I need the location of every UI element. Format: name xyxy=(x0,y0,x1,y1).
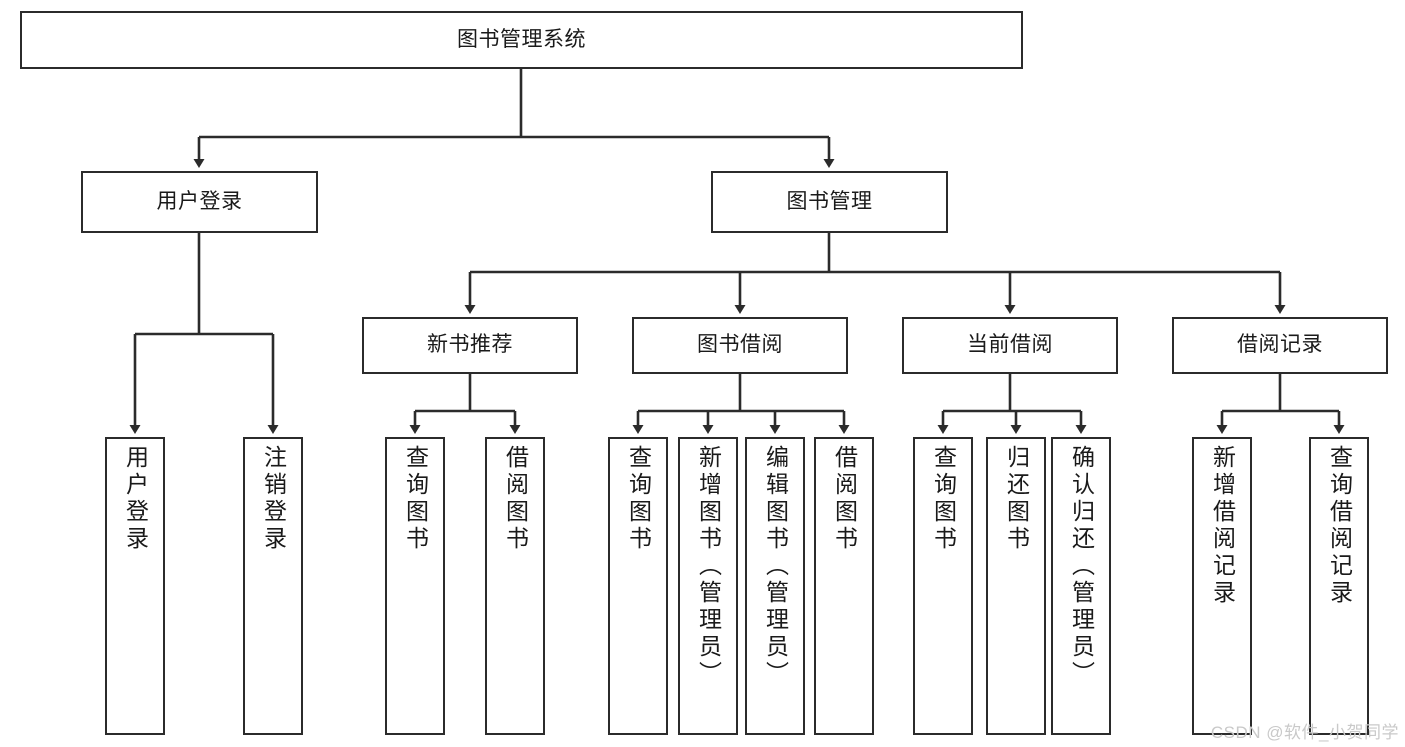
leaf-node[interactable]: 查询图书 xyxy=(385,437,445,735)
node-root-label: 图书管理系统 xyxy=(457,27,586,51)
leaf-node[interactable]: 注销登录 xyxy=(243,437,303,735)
leaf-node-label: 新增借阅记录 xyxy=(1209,445,1236,607)
node-current-borrow[interactable]: 当前借阅 xyxy=(902,317,1118,374)
node-user-login[interactable]: 用户登录 xyxy=(81,171,318,233)
leaf-node-label: 用户登录 xyxy=(122,445,149,553)
leaf-node[interactable]: 借阅图书 xyxy=(814,437,874,735)
watermark: CSDN @软件_小贺同学 xyxy=(1210,723,1399,742)
node-new-book-recommend-label: 新书推荐 xyxy=(427,333,513,357)
node-root[interactable]: 图书管理系统 xyxy=(20,11,1023,69)
node-current-borrow-label: 当前借阅 xyxy=(967,333,1053,357)
leaf-node[interactable]: 用户登录 xyxy=(105,437,165,735)
node-new-book-recommend[interactable]: 新书推荐 xyxy=(362,317,578,374)
leaf-node-label: 借阅图书 xyxy=(831,445,858,553)
leaf-node-label: 确认归还（管理员） xyxy=(1068,445,1095,688)
leaf-node-label: 新增图书（管理员） xyxy=(695,445,722,688)
leaf-node[interactable]: 新增借阅记录 xyxy=(1192,437,1252,735)
leaf-node-label: 查询图书 xyxy=(930,445,957,553)
node-borrow-record-label: 借阅记录 xyxy=(1237,333,1323,357)
leaf-node[interactable]: 编辑图书（管理员） xyxy=(745,437,805,735)
leaf-node[interactable]: 查询图书 xyxy=(608,437,668,735)
node-user-login-label: 用户登录 xyxy=(156,189,243,213)
leaf-node[interactable]: 查询图书 xyxy=(913,437,973,735)
node-borrow-record[interactable]: 借阅记录 xyxy=(1172,317,1388,374)
leaf-node[interactable]: 归还图书 xyxy=(986,437,1046,735)
leaf-node[interactable]: 确认归还（管理员） xyxy=(1051,437,1111,735)
node-book-management[interactable]: 图书管理 xyxy=(711,171,948,233)
leaf-node[interactable]: 查询借阅记录 xyxy=(1309,437,1369,735)
leaf-node-label: 注销登录 xyxy=(260,445,287,553)
node-book-borrow-label: 图书借阅 xyxy=(697,333,783,357)
leaf-node-label: 查询图书 xyxy=(402,445,429,553)
leaf-node-label: 编辑图书（管理员） xyxy=(762,445,789,688)
leaf-node[interactable]: 新增图书（管理员） xyxy=(678,437,738,735)
node-book-borrow[interactable]: 图书借阅 xyxy=(632,317,848,374)
leaf-node-label: 查询图书 xyxy=(625,445,652,553)
leaf-node-label: 借阅图书 xyxy=(502,445,529,553)
leaf-node-label: 归还图书 xyxy=(1003,445,1030,553)
leaf-node-label: 查询借阅记录 xyxy=(1326,445,1353,607)
node-book-management-label: 图书管理 xyxy=(786,189,873,213)
leaf-node[interactable]: 借阅图书 xyxy=(485,437,545,735)
